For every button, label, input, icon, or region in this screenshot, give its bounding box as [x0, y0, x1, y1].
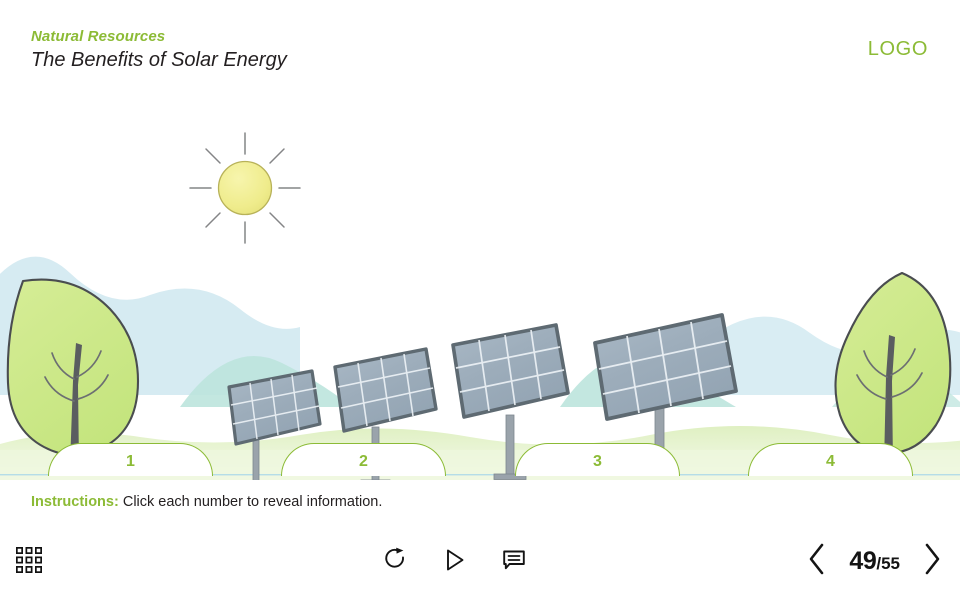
page-total: /55: [876, 553, 900, 573]
sun-icon: [189, 132, 301, 244]
illustration-stage: [0, 95, 960, 480]
tree-right: [834, 271, 952, 465]
transport-controls: [384, 547, 544, 578]
solar-panel-4: [593, 313, 738, 474]
instructions-label: Instructions:: [31, 494, 119, 510]
hotspot-row: 1 2 3 4: [0, 440, 960, 476]
play-icon[interactable]: [444, 547, 466, 578]
solar-panel-1: [227, 369, 322, 480]
comment-icon[interactable]: [502, 548, 526, 577]
course-kicker: Natural Resources: [31, 28, 166, 45]
grid-menu-icon[interactable]: [16, 547, 42, 573]
hotspot-button-4[interactable]: 4: [748, 443, 913, 476]
solar-panel-3: [451, 323, 570, 480]
hotspot-button-3[interactable]: 3: [515, 443, 680, 476]
page-title: The Benefits of Solar Energy: [31, 49, 287, 71]
instructions-text: Click each number to reveal information.: [122, 494, 383, 510]
hotspot-button-1[interactable]: 1: [48, 443, 213, 476]
chevron-left-icon[interactable]: [807, 542, 827, 581]
logo: LOGO: [867, 38, 928, 60]
solar-scene-svg: [0, 132, 960, 480]
chevron-right-icon[interactable]: [922, 542, 942, 581]
replay-icon[interactable]: [384, 547, 408, 578]
page-current: 49: [849, 546, 877, 575]
pager-controls: 49 /55: [807, 542, 942, 581]
slide-header: Natural Resources The Benefits of Solar …: [0, 0, 960, 88]
player-toolbar: 49 /55: [0, 530, 960, 590]
instructions: Instructions: Click each number to revea…: [31, 494, 382, 510]
hotspot-button-2[interactable]: 2: [281, 443, 446, 476]
page-indicator: 49 /55: [849, 547, 900, 576]
